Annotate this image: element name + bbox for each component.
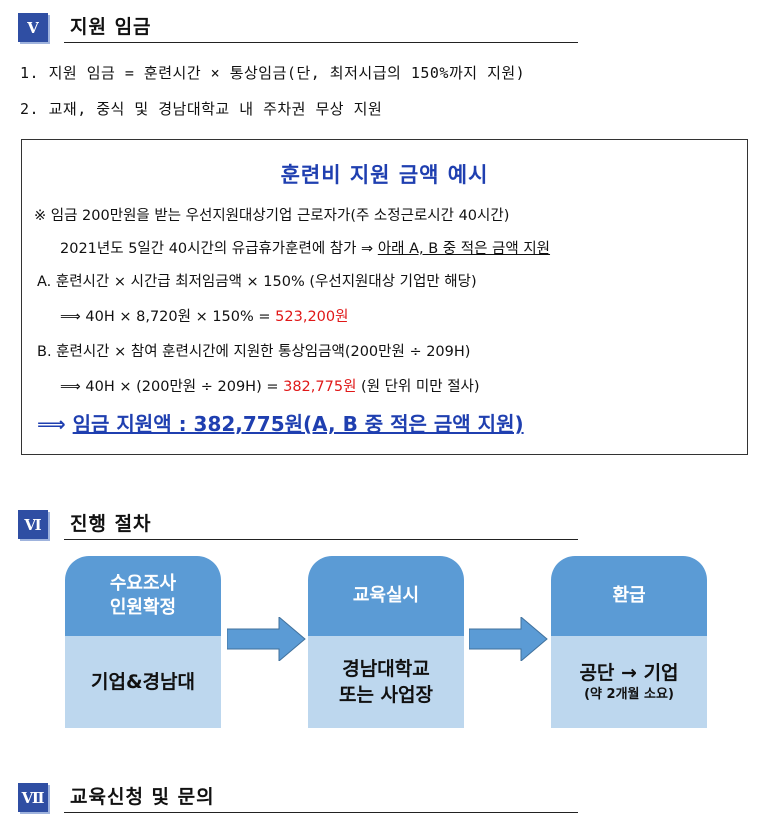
step-title-line1: 환급 xyxy=(612,585,646,606)
example-line-a: A. 훈련시간 × 시간급 최저임금액 × 150% (우선지원대상 기업만 해… xyxy=(37,274,477,290)
step-header: 수요조사 인원확정 xyxy=(65,556,221,636)
step-header: 환급 xyxy=(551,556,707,636)
example-line-b: B. 훈련시간 × 참여 훈련시간에 지원한 통상임금액(200만원 ÷ 209… xyxy=(37,344,471,360)
example-title: 훈련비 지원 금액 예시 xyxy=(280,163,489,187)
step-duration: (약 2개월 소요) xyxy=(584,687,674,702)
section-numeral-badge: Ⅶ xyxy=(18,783,48,812)
example-calc-a: ⟹ 40H × 8,720원 × 150% = 523,200원 xyxy=(60,305,348,326)
step-location-line2: 또는 사업장 xyxy=(338,684,433,706)
section-title: 진행 절차 xyxy=(70,513,152,535)
section-numeral-badge: Ⅵ xyxy=(18,510,48,539)
section-rule xyxy=(64,42,578,43)
arrow-right-icon xyxy=(469,617,548,661)
calc-a-formula: ⟹ 40H × 8,720원 × 150% = xyxy=(60,309,276,325)
procedure-step-1: 수요조사 인원확정 기업&경남대 xyxy=(65,556,221,728)
final-arrow: ⟹ xyxy=(37,412,73,436)
calc-a-result: 523,200원 xyxy=(275,309,349,325)
section-title: 교육신청 및 문의 xyxy=(70,786,215,808)
section-title: 지원 임금 xyxy=(70,16,152,38)
wage-item-1: 1. 지원 임금 = 훈련시간 × 통상임금(단, 최저시급의 150%까지 지… xyxy=(20,64,526,82)
step-title-line1: 교육실시 xyxy=(352,585,420,606)
section-rule xyxy=(64,812,578,813)
step-body: 경남대학교 또는 사업장 xyxy=(308,636,464,728)
step-body: 기업&경남대 xyxy=(65,636,221,728)
step-title-line1: 수요조사 xyxy=(109,573,177,594)
calc-b-formula: ⟹ 40H × (200만원 ÷ 209H) = xyxy=(60,379,284,395)
section-header-inquiry: Ⅶ 교육신청 및 문의 xyxy=(18,783,578,813)
procedure-step-2: 교육실시 경남대학교 또는 사업장 xyxy=(308,556,464,728)
example-line-participation: 2021년도 5일간 40시간의 유급휴가훈련에 참가 ⇒ 아래 A, B 중 … xyxy=(60,237,550,258)
procedure-step-3: 환급 공단 → 기업 (약 2개월 소요) xyxy=(551,556,707,728)
step-body: 공단 → 기업 (약 2개월 소요) xyxy=(551,636,707,728)
example-final-amount: ⟹ 임금 지원액 : 382,775원(A, B 중 적은 금액 지원) xyxy=(37,408,524,437)
section-header-wage: Ⅴ 지원 임금 xyxy=(18,13,578,43)
step-header: 교육실시 xyxy=(308,556,464,636)
training-cost-example-box: 훈련비 지원 금액 예시 ※ 임금 200만원을 받는 우선지원대상기업 근로자… xyxy=(21,139,748,455)
example-calc-b: ⟹ 40H × (200만원 ÷ 209H) = 382,775원 (원 단위 … xyxy=(60,375,480,396)
step-title-line2: 인원확정 xyxy=(109,597,177,618)
calc-b-result: 382,775원 xyxy=(283,379,357,395)
section-numeral-badge: Ⅴ xyxy=(18,13,48,42)
step-actor: 기업&경남대 xyxy=(91,671,195,693)
participation-text: 2021년도 5일간 40시간의 유급휴가훈련에 참가 ⇒ xyxy=(60,241,378,257)
step-flow: 공단 → 기업 xyxy=(579,662,679,684)
section-header-procedure: Ⅵ 진행 절차 xyxy=(18,510,578,540)
example-line-condition: ※ 임금 200만원을 받는 우선지원대상기업 근로자가(주 소정근로시간 40… xyxy=(34,208,510,224)
step-location-line1: 경남대학교 xyxy=(342,658,430,680)
calc-b-note: (원 단위 미만 절사) xyxy=(356,379,480,395)
arrow-right-icon xyxy=(227,617,306,661)
section-rule xyxy=(64,539,578,540)
final-amount-text: 임금 지원액 : 382,775원(A, B 중 적은 금액 지원) xyxy=(72,412,524,436)
wage-item-2: 2. 교재, 중식 및 경남대학교 내 주차권 무상 지원 xyxy=(20,100,383,118)
lesser-amount-note: 아래 A, B 중 적은 금액 지원 xyxy=(377,241,551,257)
